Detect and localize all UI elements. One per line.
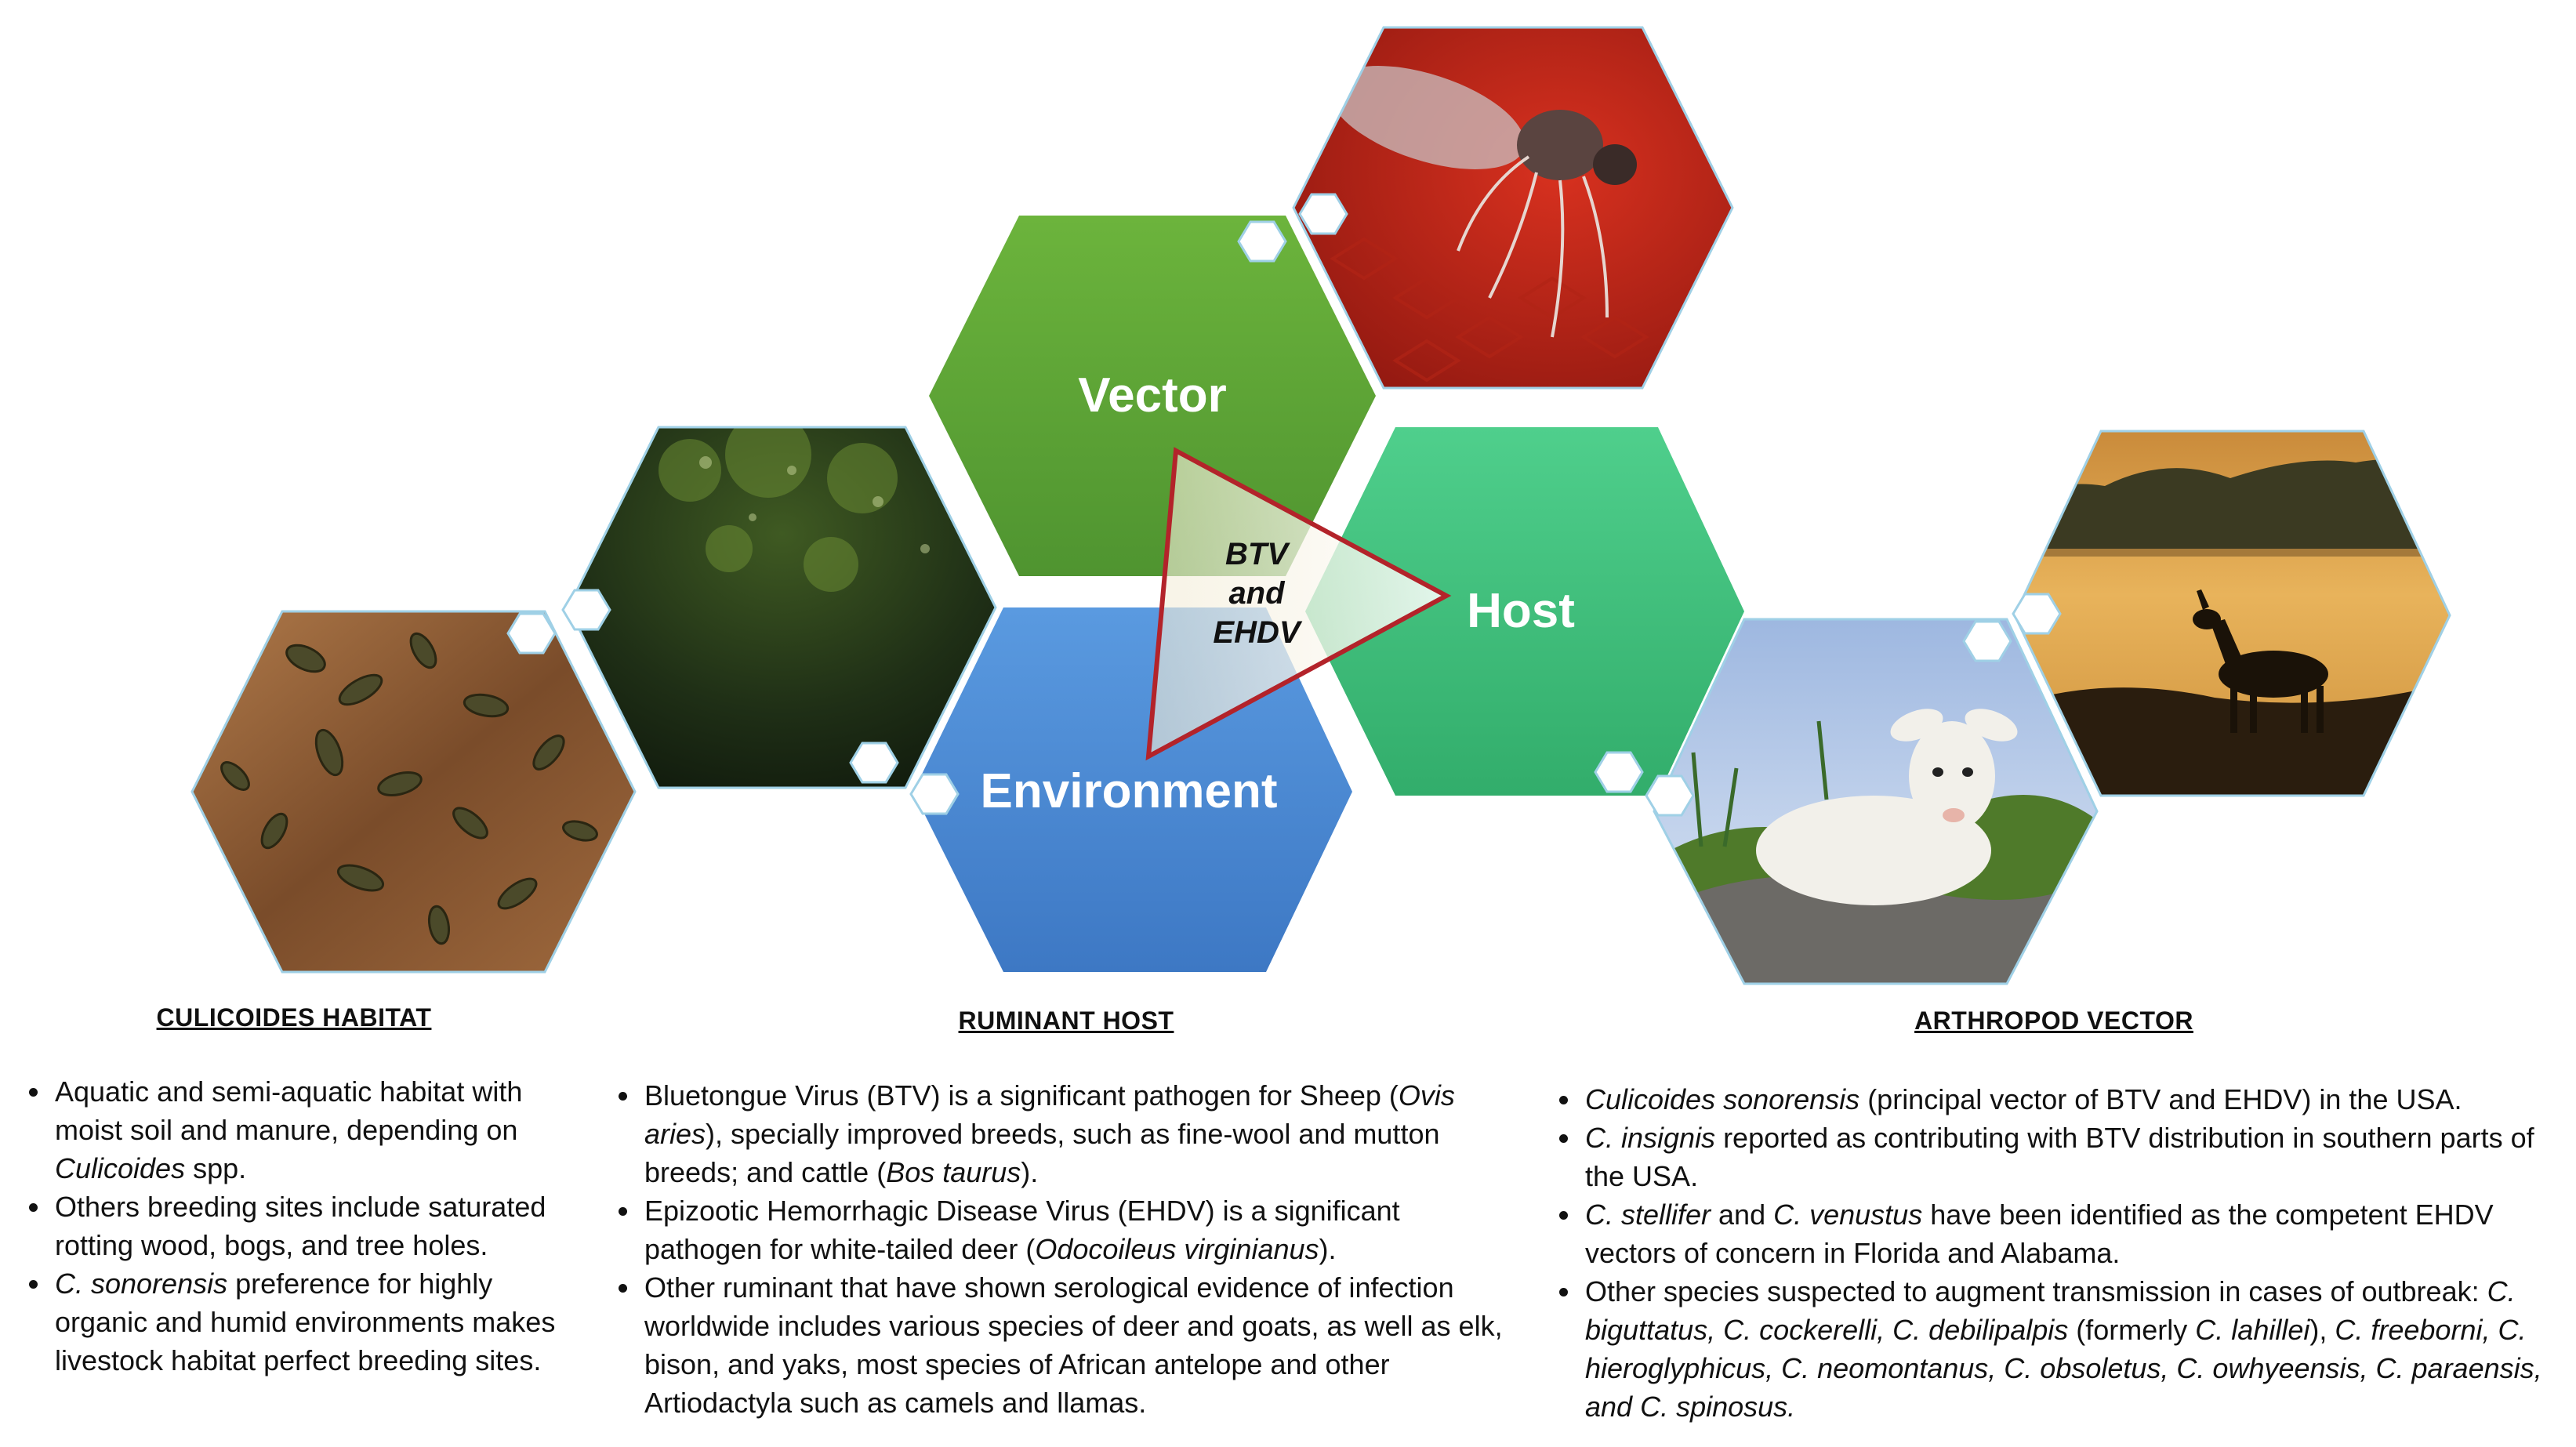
habitat-bullet-item: C. sonorensis preference for highly orga…: [52, 1264, 579, 1380]
midge-photo: [1292, 26, 1734, 390]
bullet-text-run: Bluetongue Virus (BTV) is a significant …: [644, 1079, 1399, 1112]
center-label-line3: EHDV: [1213, 615, 1302, 650]
larvae-photo: [190, 610, 637, 974]
habitat-bullet-item: Aquatic and semi-aquatic habitat with mo…: [52, 1072, 579, 1188]
bullet-text-run: C. venustus: [1773, 1199, 1923, 1231]
bullet-text-run: (principal vector of BTV and EHDV) in th…: [1859, 1083, 2462, 1115]
bullet-text-run: C. biguttatus, C. cockerelli, C. debilip…: [1585, 1275, 2516, 1346]
center-label-line1: BTV: [1225, 537, 1290, 571]
ruminant-bullet-list: Bluetongue Virus (BTV) is a significant …: [604, 1076, 1505, 1422]
bullet-text-run: C. stellifer: [1585, 1199, 1711, 1231]
ruminant-column: Bluetongue Virus (BTV) is a significant …: [604, 1076, 1505, 1422]
bullet-text-run: C. freeborni, C. hieroglyphicus, C. neom…: [1585, 1314, 2542, 1423]
ruminant-bullet-item: Epizootic Hemorrhagic Disease Virus (EHD…: [641, 1191, 1505, 1268]
vector-column: Culicoides sonorensis (principal vector …: [1544, 1080, 2563, 1426]
bullet-text-run: ).: [1319, 1233, 1337, 1265]
vector-bullet-item: C. stellifer and C. venustus have been i…: [1582, 1195, 2563, 1272]
host-hexagon: Host: [1305, 427, 1744, 796]
bullet-text-run: Bos taurus: [886, 1156, 1021, 1188]
vector-label: Vector: [1078, 368, 1227, 422]
environment-label: Environment: [981, 764, 1278, 818]
decorative-small-hexagons: [506, 193, 2062, 817]
bullet-text-run: Culicoides: [55, 1152, 186, 1184]
deer-silhouette: [2193, 589, 2328, 733]
bullet-text-run: have been identified as the competent EH…: [1585, 1199, 2494, 1269]
bullet-text-run: ),: [2309, 1314, 2335, 1346]
epidemiological-triad-diagram: Vector Environment Host: [190, 26, 2451, 985]
vector-bullet-list: Culicoides sonorensis (principal vector …: [1544, 1080, 2563, 1426]
forest-photo: [567, 426, 997, 789]
bullet-text-run: preference for highly organic and humid …: [55, 1267, 556, 1376]
habitat-bullet-list: Aquatic and semi-aquatic habitat with mo…: [14, 1072, 579, 1380]
bullet-text-run: Other species suspected to augment trans…: [1585, 1275, 2487, 1307]
btv-ehdv-triangle: BTV and EHDV: [1145, 447, 1452, 761]
habitat-bullet-item: Others breeding sites include saturated …: [52, 1188, 579, 1264]
bullet-text-run: ), specially improved breeds, such as fi…: [644, 1118, 1440, 1188]
bullet-text-run: Ovis aries: [644, 1079, 1455, 1150]
habitat-column: Aquatic and semi-aquatic habitat with mo…: [14, 1072, 579, 1380]
bullet-text-run: Epizootic Hemorrhagic Disease Virus (EHD…: [644, 1195, 1400, 1265]
vector-bullet-item: Other species suspected to augment trans…: [1582, 1272, 2563, 1426]
bullet-text-run: Others breeding sites include saturated …: [55, 1191, 546, 1261]
vector-hexagon: Vector: [929, 216, 1376, 576]
ruminant-bullet-item: Other ruminant that have shown serologic…: [641, 1268, 1505, 1422]
bullet-text-run: reported as contributing with BTV distri…: [1585, 1122, 2534, 1192]
vector-heading: ARTHROPOD VECTOR: [1914, 1006, 2193, 1035]
habitat-heading: CULICOIDES HABITAT: [156, 1003, 432, 1032]
host-label: Host: [1467, 584, 1575, 638]
center-label-line2: and: [1228, 576, 1286, 611]
sheep-photo: [1653, 618, 2099, 985]
bullet-text-run: and: [1711, 1199, 1774, 1231]
deer-photo: [2013, 430, 2451, 797]
bullet-text-run: Odocoileus virginianus: [1035, 1233, 1319, 1265]
sheep: [1756, 709, 2018, 905]
bullet-text-run: Culicoides sonorensis: [1585, 1083, 1860, 1115]
ruminant-heading: RUMINANT HOST: [958, 1006, 1174, 1035]
bullet-text-run: Aquatic and semi-aquatic habitat with mo…: [55, 1075, 523, 1146]
bullet-text-run: C. insignis: [1585, 1122, 1716, 1154]
bullet-text-run: ).: [1021, 1156, 1039, 1188]
bullet-text-run: C. lahillei: [2195, 1314, 2310, 1346]
bullet-text-run: Other ruminant that have shown serologic…: [644, 1271, 1503, 1419]
ruminant-bullet-item: Bluetongue Virus (BTV) is a significant …: [641, 1076, 1505, 1191]
vector-bullet-item: Culicoides sonorensis (principal vector …: [1582, 1080, 2563, 1119]
vector-bullet-item: C. insignis reported as contributing wit…: [1582, 1119, 2563, 1195]
bullet-text-run: (formerly: [2068, 1314, 2196, 1346]
bullet-text-run: spp.: [185, 1152, 247, 1184]
bullet-text-run: C. sonorensis: [55, 1267, 228, 1300]
